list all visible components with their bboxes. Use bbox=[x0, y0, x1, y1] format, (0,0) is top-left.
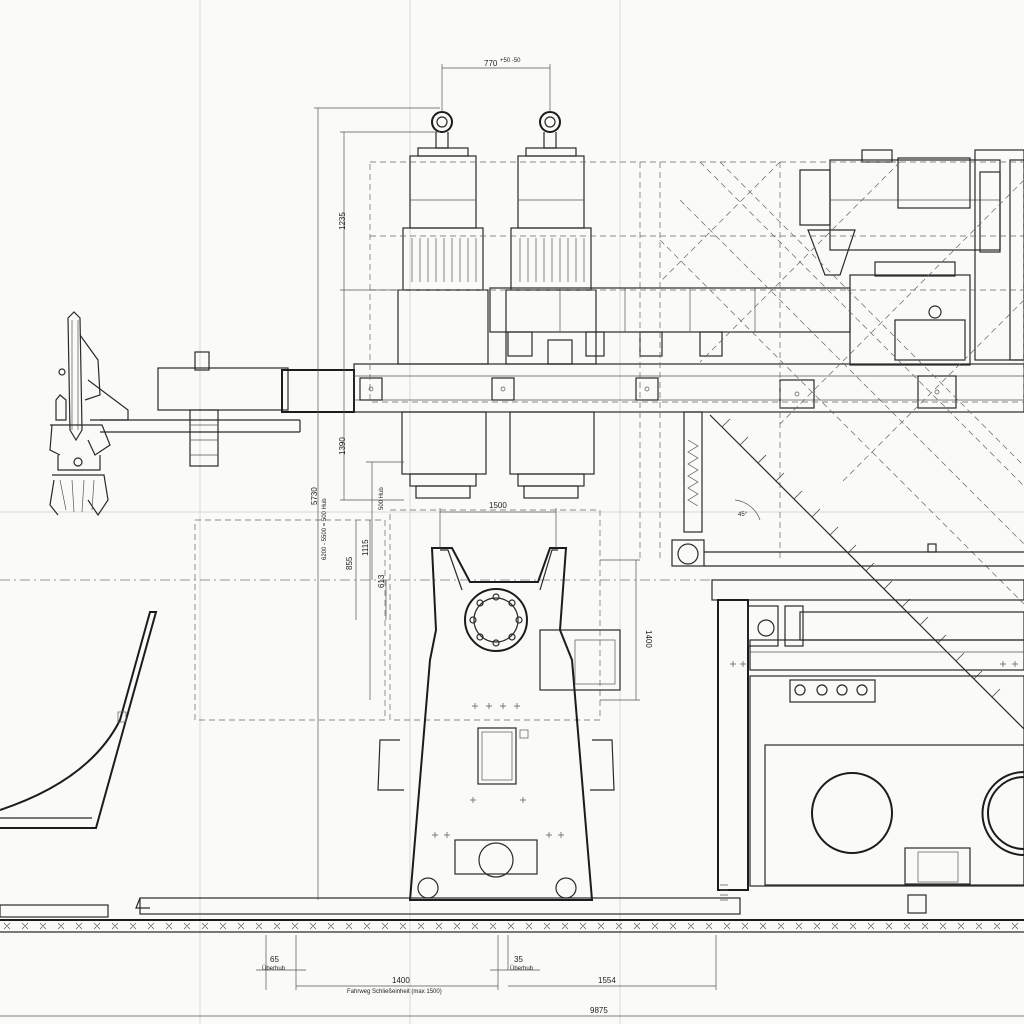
robot-gripper-arm bbox=[49, 311, 301, 517]
base-rail bbox=[0, 897, 1024, 933]
dim-1400: 1400 bbox=[392, 976, 410, 985]
dimension-lines: 770 +50 -50 1235 1390 5730 6200 - 5500 =… bbox=[0, 58, 1024, 1017]
support-column bbox=[671, 411, 1024, 567]
label-overhub-right: Überhub bbox=[510, 965, 534, 972]
side-chute bbox=[0, 611, 158, 918]
dim-stroke-calc: 6200 - 5500 = 500 Hub bbox=[322, 498, 328, 560]
label-overhub-left: Überhub bbox=[262, 965, 286, 972]
label-travel: Fahrweg Schließeinheit (max 1500) bbox=[347, 989, 442, 995]
dim-770: 770 bbox=[484, 59, 498, 68]
dim-1390: 1390 bbox=[338, 437, 347, 455]
dim-855: 855 bbox=[345, 556, 354, 570]
dim-35: 35 bbox=[514, 955, 523, 964]
main-beam bbox=[157, 351, 1024, 467]
dashed-envelope bbox=[0, 161, 1024, 721]
dim-1235: 1235 bbox=[338, 212, 347, 230]
dim-1400-vertical: 1400 bbox=[644, 630, 653, 648]
diagonal-chute: 45° bbox=[659, 161, 1024, 730]
dim-65: 65 bbox=[270, 955, 279, 964]
machine-bed bbox=[711, 579, 1024, 914]
dim-770-tolerance: +50 -50 bbox=[500, 58, 521, 64]
injection-unit bbox=[489, 149, 1024, 366]
dim-9875: 9875 bbox=[590, 1006, 608, 1015]
dim-500-hub: 500 Hub bbox=[379, 487, 385, 510]
dim-1115: 1115 bbox=[361, 539, 370, 556]
clamp-platen bbox=[377, 547, 621, 901]
angle-label: 45° bbox=[738, 512, 748, 518]
dim-5730: 5730 bbox=[310, 487, 319, 505]
hydraulic-cylinders bbox=[397, 111, 597, 499]
dim-1500: 1500 bbox=[489, 501, 507, 510]
dim-613: 613 bbox=[377, 574, 386, 588]
dim-1554: 1554 bbox=[598, 976, 616, 985]
